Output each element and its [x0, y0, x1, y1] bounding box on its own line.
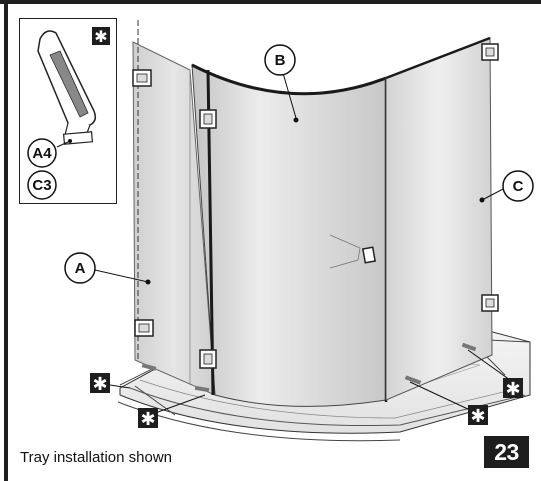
panel-b-glass	[191, 63, 388, 407]
sealant-inset-panel: ✱ A4 C3	[19, 18, 117, 204]
caption-text: Tray installation shown	[20, 449, 173, 466]
asterisk-box-icon: ✱	[92, 374, 107, 395]
asterisk-box-icon: ✱	[505, 379, 520, 400]
svg-text:C3: C3	[32, 177, 51, 194]
svg-text:A: A	[75, 260, 86, 277]
panel-c-glass	[385, 36, 493, 401]
asterisk-box-icon: ✱	[140, 409, 155, 430]
asterisk-box-icon: ✱	[470, 406, 485, 427]
top-border-rule	[0, 0, 541, 4]
step-number-badge: 23	[484, 436, 529, 468]
seal-strips	[141, 342, 477, 393]
asterisk-box-icon: ✱	[92, 27, 110, 46]
callout-b: B	[264, 44, 296, 76]
callout-a: A	[64, 252, 96, 284]
hinge-icon	[199, 349, 217, 369]
wall-brackets	[132, 43, 499, 369]
bracket-icon	[132, 69, 152, 87]
left-border-rule	[4, 0, 8, 481]
svg-text:B: B	[275, 52, 286, 69]
hinge-icon	[199, 109, 217, 129]
sealant-gun-icon	[37, 30, 97, 145]
asterisk-marker-right: ✱	[467, 349, 523, 400]
callout-c: C	[502, 170, 534, 202]
svg-text:C: C	[513, 178, 524, 195]
bracket-icon	[481, 43, 499, 61]
callout-c3: C3	[27, 170, 57, 200]
bracket-icon	[481, 294, 499, 312]
asterisk-marker-bottom-right: ✱	[409, 381, 488, 427]
svg-text:✱: ✱	[94, 27, 107, 46]
callout-a4: A4	[27, 138, 57, 168]
asterisk-marker-left: ✱	[90, 373, 131, 395]
inset-drawing: ✱ A4 C3	[27, 27, 110, 200]
asterisk-marker-bottom-left: ✱	[138, 394, 206, 430]
bracket-icon	[134, 319, 154, 337]
svg-text:A4: A4	[32, 145, 52, 162]
